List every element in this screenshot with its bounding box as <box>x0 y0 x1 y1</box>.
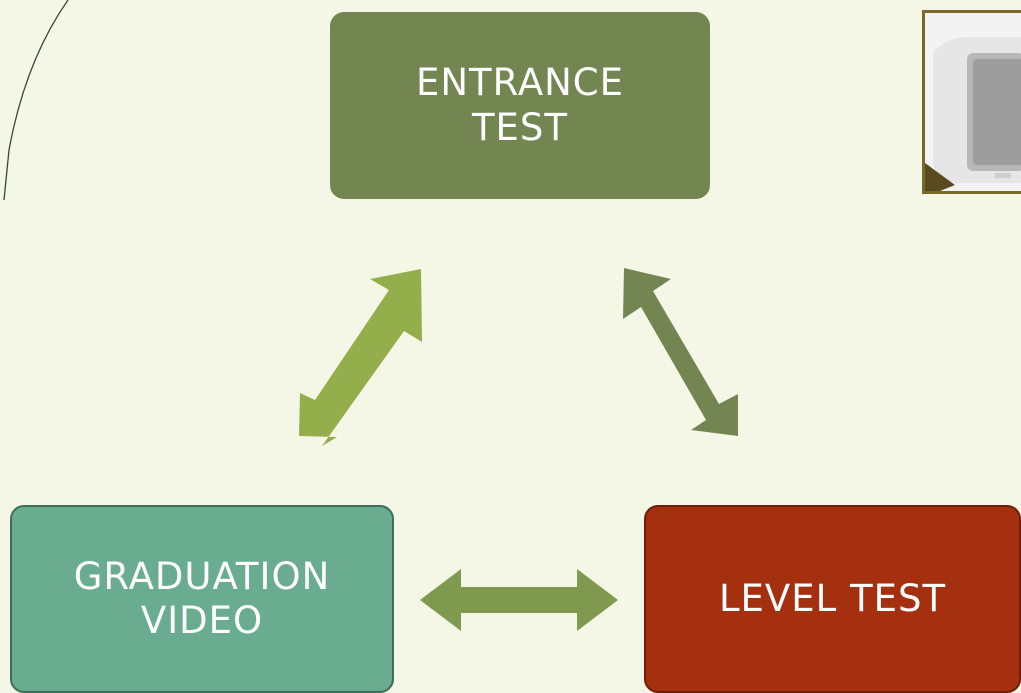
speaker-photo <box>922 10 1021 194</box>
arrow-entrance-level <box>623 268 738 436</box>
graduation-video-node: GRADUATION VIDEO <box>10 505 394 693</box>
speaker-photo-image <box>925 13 1021 191</box>
entrance-test-label: ENTRANCE TEST <box>415 61 625 149</box>
arrow-entrance-graduation <box>299 269 422 446</box>
arrow-graduation-level <box>420 569 618 631</box>
entrance-test-node: ENTRANCE TEST <box>330 12 710 199</box>
level-test-label: LEVEL TEST <box>718 576 947 620</box>
graduation-video-label: GRADUATION VIDEO <box>73 554 331 642</box>
level-test-node: LEVEL TEST <box>644 505 1021 693</box>
